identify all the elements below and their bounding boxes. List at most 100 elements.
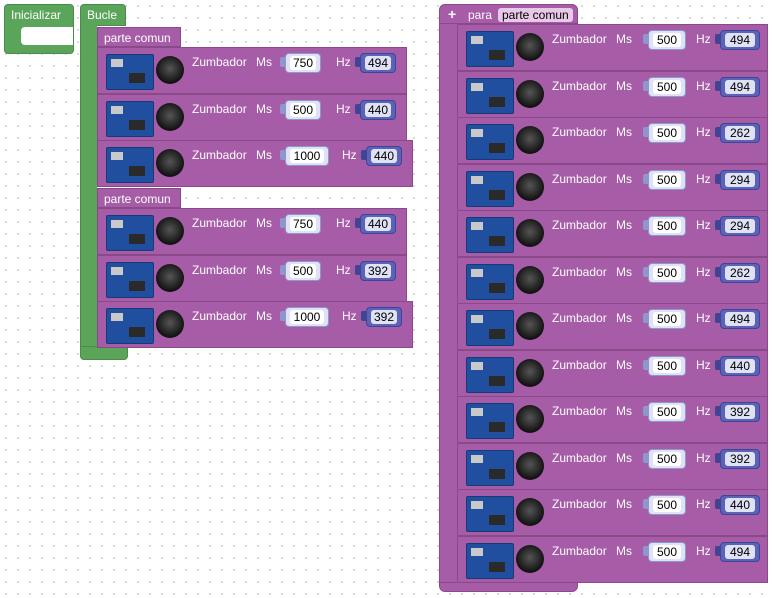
hz-value[interactable]: 440: [365, 217, 391, 231]
hz-value[interactable]: 494: [725, 79, 755, 94]
hz-input[interactable]: 494: [720, 309, 760, 329]
hz-input[interactable]: 440: [720, 355, 760, 376]
ms-input[interactable]: 500: [648, 309, 686, 329]
hz-value[interactable]: 262: [725, 126, 755, 140]
hz-input[interactable]: 392: [366, 307, 402, 327]
hz-value[interactable]: 440: [725, 358, 755, 373]
hz-input[interactable]: 494: [720, 76, 760, 97]
function-name[interactable]: parte comun: [498, 8, 573, 22]
hz-input[interactable]: 294: [720, 169, 760, 190]
para-block[interactable]: + para parte comun: [439, 4, 578, 24]
add-icon[interactable]: +: [448, 6, 457, 22]
ms-value[interactable]: 500: [653, 126, 681, 140]
ms-value[interactable]: 1000: [290, 149, 324, 163]
hz-value[interactable]: 440: [365, 103, 391, 117]
hz-value[interactable]: 392: [725, 451, 755, 466]
ms-value[interactable]: 1000: [290, 310, 324, 324]
hz-input[interactable]: 262: [720, 123, 760, 143]
inicializar-block[interactable]: Inicializar: [4, 4, 74, 54]
hz-value[interactable]: 494: [365, 56, 391, 70]
hz-value[interactable]: 294: [725, 172, 755, 187]
ms-input[interactable]: 750: [285, 53, 321, 73]
hz-input[interactable]: 294: [720, 216, 760, 236]
ms-input[interactable]: 500: [648, 30, 686, 50]
ms-value[interactable]: 500: [653, 312, 681, 326]
hz-connector: [715, 313, 720, 323]
bucle-block[interactable]: Bucle: [80, 4, 126, 26]
hz-input[interactable]: 494: [720, 541, 760, 562]
ms-input[interactable]: 500: [648, 262, 686, 283]
ms-value[interactable]: 500: [653, 172, 681, 187]
hz-value[interactable]: 440: [725, 498, 755, 512]
hz-input[interactable]: 440: [720, 495, 760, 515]
hz-input[interactable]: 440: [366, 146, 402, 166]
ms-value[interactable]: 500: [653, 33, 681, 47]
hz-value[interactable]: 392: [371, 310, 397, 324]
hz-input[interactable]: 440: [360, 100, 396, 120]
ms-input[interactable]: 1000: [285, 146, 329, 166]
ms-value[interactable]: 500: [653, 265, 681, 280]
ms-input[interactable]: 500: [648, 495, 686, 515]
hz-input[interactable]: 392: [720, 402, 760, 422]
hz-input[interactable]: 494: [360, 53, 396, 73]
ms-value[interactable]: 500: [653, 544, 681, 559]
ms-input[interactable]: 1000: [285, 307, 329, 327]
ms-value[interactable]: 500: [653, 498, 681, 512]
arduino-board-icon: [466, 77, 514, 114]
ms-input[interactable]: 500: [285, 261, 321, 281]
call-parte-comun-2[interactable]: parte comun: [97, 188, 181, 208]
call-parte-comun-1[interactable]: parte comun: [97, 27, 181, 47]
ms-input[interactable]: 500: [648, 169, 686, 190]
ms-input[interactable]: 500: [648, 216, 686, 236]
ms-input[interactable]: 500: [648, 402, 686, 422]
ms-value[interactable]: 500: [290, 264, 316, 278]
ms-value[interactable]: 500: [653, 219, 681, 233]
hz-value[interactable]: 494: [725, 544, 755, 559]
hz-input[interactable]: 262: [720, 262, 760, 283]
ms-value[interactable]: 500: [653, 79, 681, 94]
ms-input[interactable]: 500: [648, 541, 686, 562]
ms-input[interactable]: 500: [285, 100, 321, 120]
arduino-board-icon: [466, 310, 514, 346]
hz-value[interactable]: 392: [725, 405, 755, 419]
ms-value[interactable]: 500: [653, 451, 681, 466]
hz-value[interactable]: 262: [725, 265, 755, 280]
hz-input[interactable]: 494: [720, 30, 760, 50]
ms-input[interactable]: 500: [648, 355, 686, 376]
ms-input[interactable]: 500: [648, 123, 686, 143]
ms-input[interactable]: 750: [285, 214, 321, 234]
ms-value[interactable]: 500: [290, 103, 316, 117]
ms-value[interactable]: 750: [290, 56, 316, 70]
hz-value[interactable]: 494: [725, 312, 755, 326]
ms-value[interactable]: 500: [653, 358, 681, 373]
hz-value[interactable]: 440: [371, 149, 397, 163]
hz-value[interactable]: 392: [365, 264, 391, 278]
hz-input[interactable]: 392: [360, 261, 396, 281]
hz-value[interactable]: 294: [725, 219, 755, 233]
ms-value[interactable]: 750: [290, 217, 316, 231]
ms-value[interactable]: 500: [653, 405, 681, 419]
hz-input[interactable]: 392: [720, 448, 760, 469]
ms-input[interactable]: 500: [648, 448, 686, 469]
hz-value[interactable]: 494: [725, 33, 755, 47]
ms-input[interactable]: 500: [648, 76, 686, 97]
hz-input[interactable]: 440: [360, 214, 396, 234]
